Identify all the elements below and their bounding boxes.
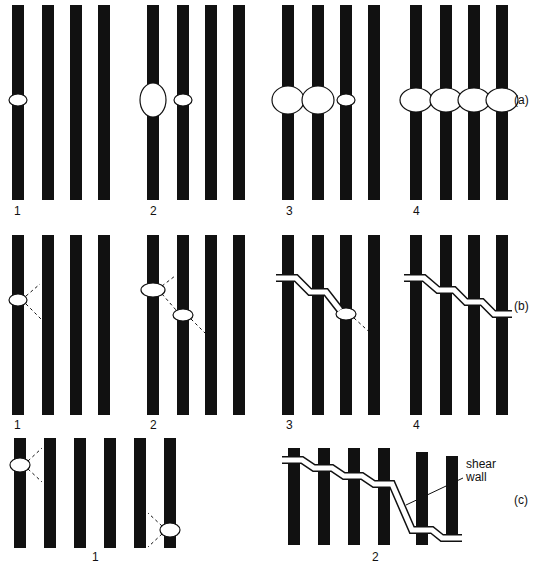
leader-line — [406, 478, 463, 505]
panel-number: 1 — [14, 419, 21, 432]
row-label: (a) — [514, 94, 529, 107]
panel-number: 4 — [413, 205, 420, 218]
crack-paths — [26, 276, 378, 547]
row-label: (c) — [514, 494, 528, 507]
panel-number: 1 — [92, 551, 99, 564]
fibre-bars — [12, 5, 508, 548]
shear-cracks — [276, 278, 512, 538]
panel-number: 4 — [413, 419, 420, 432]
voids — [9, 83, 518, 537]
panel-number: 1 — [14, 205, 21, 218]
callout-label: shear wall — [466, 458, 516, 484]
panel-number: 2 — [150, 205, 157, 218]
panel-number: 2 — [150, 419, 157, 432]
row-label: (b) — [514, 300, 529, 313]
panel-number: 3 — [286, 419, 293, 432]
panel-number: 3 — [286, 205, 293, 218]
panel-number: 2 — [372, 551, 379, 564]
